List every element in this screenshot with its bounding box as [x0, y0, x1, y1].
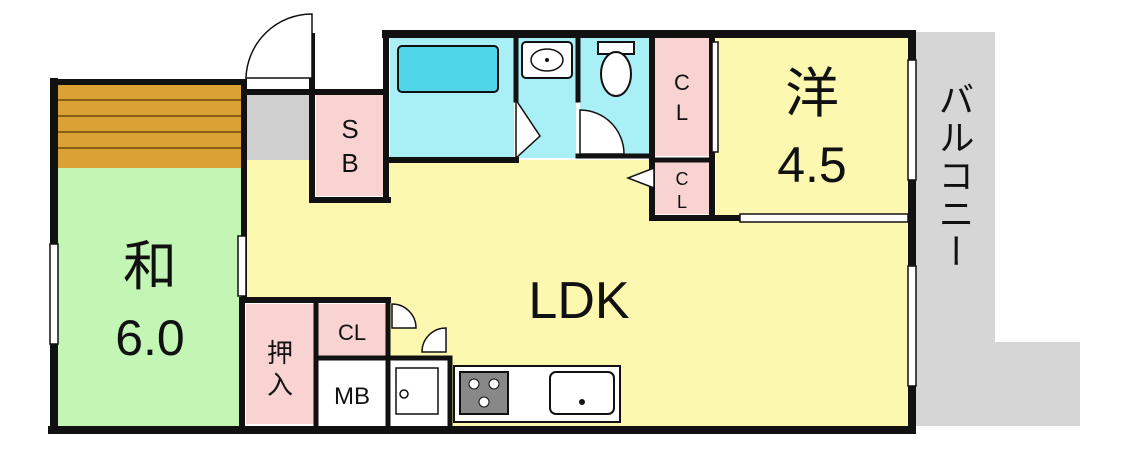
wood-flooring [58, 84, 242, 168]
bathtub [397, 45, 499, 93]
cl-lower-label-1: C [676, 169, 689, 189]
oshiire-area [246, 304, 314, 424]
mb-area [318, 362, 386, 424]
entrance-area [245, 92, 312, 160]
sb-label-2: B [341, 148, 358, 178]
cl-middle-label: CL [338, 320, 366, 345]
oshiire-label-2: 入 [267, 370, 293, 400]
cl-upper-label-2: L [676, 100, 688, 125]
ldk-label: LDK [528, 272, 629, 330]
stove [459, 371, 509, 415]
sink [549, 371, 615, 415]
cl-middle-door [391, 303, 447, 353]
mb-label: MB [334, 383, 370, 410]
cl-lower-area [654, 162, 710, 214]
cl-middle-area [318, 304, 386, 356]
windows [49, 41, 917, 387]
balcony-area [913, 32, 1080, 426]
oshiire-label-1: 押 [267, 338, 293, 368]
washitsu-name: 和 [123, 237, 177, 297]
toilet-door [579, 109, 625, 155]
yoshitsu-size: 4.5 [777, 137, 847, 193]
cl-lower-label-2: L [677, 192, 687, 212]
balcony-label: バルコニー [934, 81, 975, 271]
toilet-bowl [600, 51, 632, 97]
washitsu-size: 6.0 [115, 310, 185, 366]
washitsu-area [58, 168, 242, 426]
cl-lower-door [625, 166, 655, 190]
yoshitsu-name: 洋 [785, 64, 839, 124]
cl-upper-label-1: C [674, 70, 690, 95]
entrance-door [245, 13, 313, 79]
yoshitsu-area [716, 38, 908, 218]
sb-label-1: S [341, 114, 358, 144]
cl-upper-area [654, 38, 710, 156]
sb-area [316, 92, 384, 196]
washroom-door [515, 97, 541, 160]
